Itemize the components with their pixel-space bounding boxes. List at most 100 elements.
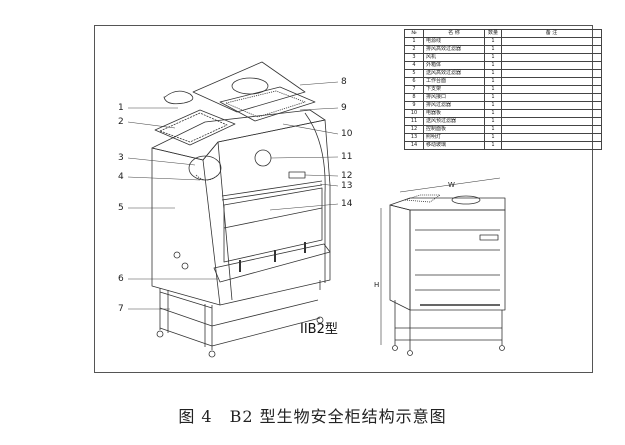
callout-5: 5 xyxy=(118,203,124,213)
parts-cell-name: 移动玻璃 xyxy=(423,141,485,150)
parts-cell-remark xyxy=(501,101,602,110)
base-stand xyxy=(156,280,324,358)
callout-13: 13 xyxy=(341,181,353,191)
parts-cell-name: 外箱体 xyxy=(423,61,485,70)
parts-cell-name: 送风高效过滤器 xyxy=(423,69,485,78)
parts-cell-no: 12 xyxy=(404,125,424,134)
model-label: IIB2型 xyxy=(300,322,338,337)
parts-cell-remark xyxy=(501,133,602,142)
callout-10: 10 xyxy=(341,129,353,139)
callout-9: 9 xyxy=(341,103,347,113)
callout-14: 14 xyxy=(341,199,353,209)
figure-caption: 图 4 B2 型生物安全柜结构示意图 xyxy=(178,407,447,426)
parts-cell-qty: 1 xyxy=(484,61,502,70)
parts-cell-no: 6 xyxy=(404,77,424,86)
parts-cell-remark xyxy=(501,69,602,78)
parts-cell-name: 排风高效过滤器 xyxy=(423,45,485,54)
callout-8: 8 xyxy=(341,77,347,87)
parts-cell-remark xyxy=(501,117,602,126)
parts-cell-qty: 1 xyxy=(484,85,502,94)
parts-cell-qty: 1 xyxy=(484,133,502,142)
parts-cell-remark xyxy=(501,109,602,118)
parts-cell-qty: 1 xyxy=(484,37,502,46)
parts-cell-no: 9 xyxy=(404,101,424,110)
parts-cell-name: 排风接口 xyxy=(423,93,485,102)
sliding-glass xyxy=(223,187,323,263)
parts-cell-no: 11 xyxy=(404,117,424,126)
header-no: № xyxy=(404,29,424,38)
parts-cell-no: 1 xyxy=(404,37,424,46)
parts-cell-remark xyxy=(501,93,602,102)
callout-6: 6 xyxy=(118,274,124,284)
parts-cell-no: 13 xyxy=(404,133,424,142)
parts-cell-no: 5 xyxy=(404,69,424,78)
cabinet-front xyxy=(202,119,331,306)
parts-cell-no: 3 xyxy=(404,53,424,62)
top-filter-frame xyxy=(219,86,316,122)
leader-lines xyxy=(127,81,339,310)
cabinet-top xyxy=(151,109,326,161)
parts-cell-remark xyxy=(501,45,602,54)
light-bar xyxy=(221,180,323,197)
dimension-width-label: W xyxy=(448,181,455,189)
parts-cell-qty: 1 xyxy=(484,109,502,118)
callout-4: 4 xyxy=(118,172,124,182)
exhaust-cover-plate xyxy=(192,61,306,113)
work-surface xyxy=(213,243,331,283)
parts-cell-name: 电源线 xyxy=(423,37,485,46)
exhaust-hepa-filter xyxy=(154,109,236,146)
header-name: 名 称 xyxy=(423,29,485,38)
callout-7: 7 xyxy=(118,304,124,314)
exhaust-port xyxy=(231,77,269,95)
header-qty: 数量 xyxy=(484,29,502,38)
parts-cell-qty: 1 xyxy=(484,125,502,134)
callout-3: 3 xyxy=(118,153,124,163)
parts-cell-remark xyxy=(501,85,602,94)
top-filter-mesh xyxy=(225,90,306,118)
callout-12: 12 xyxy=(341,171,353,181)
parts-cell-no: 10 xyxy=(404,109,424,118)
parts-cell-name: 控制面板 xyxy=(423,125,485,134)
parts-cell-name: 风机 xyxy=(423,53,485,62)
parts-cell-qty: 1 xyxy=(484,77,502,86)
parts-cell-name: 照明灯 xyxy=(423,133,485,142)
parts-cell-qty: 1 xyxy=(484,45,502,54)
callout-1: 1 xyxy=(118,103,124,113)
dimension-height-label: H xyxy=(374,281,380,289)
assembled-cabinet xyxy=(380,177,506,356)
parts-cell-remark xyxy=(501,77,602,86)
parts-cell-name: 电器板 xyxy=(423,109,485,118)
parts-cell-no: 8 xyxy=(404,93,424,102)
header-remark: 备 注 xyxy=(501,29,602,38)
parts-table-header: № 名 称 数量 备 注 xyxy=(404,29,602,38)
cabinet-left-side xyxy=(151,147,221,306)
power-cord xyxy=(163,90,194,105)
parts-cell-name: 工作台面 xyxy=(423,77,485,86)
parts-cell-no: 2 xyxy=(404,45,424,54)
control-panel xyxy=(288,171,306,179)
parts-cell-name: 排风过滤器 xyxy=(423,101,485,110)
parts-cell-name: 下支架 xyxy=(423,85,485,94)
callout-2: 2 xyxy=(118,117,124,127)
parts-cell-qty: 1 xyxy=(484,53,502,62)
parts-cell-remark xyxy=(501,37,602,46)
parts-cell-no: 4 xyxy=(404,61,424,70)
parts-cell-remark xyxy=(501,125,602,134)
figure-frame xyxy=(94,25,593,373)
parts-cell-qty: 1 xyxy=(484,93,502,102)
parts-cell-no: 7 xyxy=(404,85,424,94)
parts-cell-no: 14 xyxy=(404,141,424,150)
parts-cell-name: 送风预过滤器 xyxy=(423,117,485,126)
